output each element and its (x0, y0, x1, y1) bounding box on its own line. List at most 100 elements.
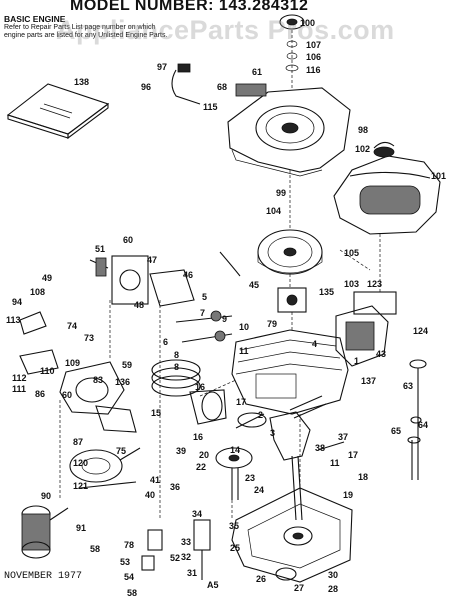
part-number-label: 138 (74, 77, 90, 87)
part-number-label: 112 (12, 373, 27, 383)
part-number-label: 78 (124, 540, 135, 550)
part-number-label: 120 (73, 458, 89, 468)
part-number-label: 33 (181, 537, 192, 547)
part-number-label: 38 (315, 443, 326, 453)
part-number-label: 27 (294, 583, 305, 593)
part-number-label: 58 (127, 588, 138, 598)
part-number-label: 28 (328, 584, 339, 594)
part-number-label: 35 (229, 521, 240, 531)
small-hardware-drawing (19, 14, 345, 489)
part-number-label: 74 (67, 321, 78, 331)
part-number-label: 75 (116, 446, 127, 456)
part-number-label: 97 (157, 62, 168, 72)
part-number-label: 113 (6, 315, 21, 325)
part-number-label: 123 (367, 279, 383, 289)
part-number-label: 40 (145, 490, 156, 500)
part-number-label: 32 (181, 552, 192, 562)
camshaft-drawing (215, 447, 253, 500)
part-number-label: 1 (354, 356, 360, 366)
part-number-label: 106 (306, 52, 322, 62)
section-note: Refer to Repair Parts List page number o… (4, 24, 168, 39)
part-number-label: 2 (258, 410, 264, 420)
part-number-label: 14 (230, 445, 241, 455)
part-number-label: 99 (276, 188, 287, 198)
part-number-label: 19 (343, 490, 354, 500)
part-number-label: 51 (95, 244, 106, 254)
part-number-label: 52 (170, 553, 181, 563)
part-number-label: 121 (73, 481, 89, 491)
part-number-label: 41 (150, 475, 161, 485)
part-number-label: 46 (183, 270, 194, 280)
part-number-label: 104 (266, 206, 282, 216)
footer-date: NOVEMBER 1977 (4, 571, 83, 582)
flywheel-drawing (257, 229, 323, 275)
part-number-label: 65 (391, 426, 402, 436)
air-cleaner-drawing (335, 291, 397, 367)
owners-manual-drawing (6, 83, 110, 140)
part-number-label: 24 (254, 485, 265, 495)
part-number-label: 137 (361, 376, 377, 386)
part-number-label: 53 (120, 557, 131, 567)
part-number-label: 98 (358, 125, 369, 135)
part-number-label: 100 (300, 18, 316, 28)
part-number-label: 23 (245, 473, 256, 483)
part-number-label: 107 (306, 40, 322, 50)
part-number-label: 16 (195, 382, 206, 392)
part-number-label: 54 (124, 572, 135, 582)
part-number-label: 48 (134, 300, 145, 310)
watermark-text: ApplianceParts Pros.com (56, 15, 395, 45)
part-number-label: 8 (174, 362, 180, 372)
part-number-label: 94 (12, 297, 23, 307)
dipstick-drawing (407, 359, 427, 480)
part-number-label: 101 (431, 171, 447, 181)
part-number-label: 36 (170, 482, 181, 492)
part-number-label: 43 (376, 349, 387, 359)
model-number-title: MODEL NUMBER: 143.284312 (70, 0, 309, 14)
part-number-label: 83 (93, 375, 104, 385)
part-number-label: 108 (30, 287, 46, 297)
crankshaft-drawing (269, 395, 327, 521)
part-number-label: 87 (73, 437, 84, 447)
blower-housing-drawing (227, 87, 351, 177)
part-number-label: 30 (328, 570, 339, 580)
part-number-label: 15 (151, 408, 162, 418)
part-number-label: 17 (236, 397, 247, 407)
part-number-label: 45 (249, 280, 260, 290)
part-number-label: 115 (203, 102, 218, 112)
part-number-label: 63 (403, 381, 414, 391)
part-number-label: 60 (123, 235, 134, 245)
governor-linkage-drawing (141, 519, 211, 580)
part-number-label: 17 (348, 450, 359, 460)
part-number-label: 4 (312, 339, 318, 349)
engine-sump-drawing (231, 487, 353, 583)
part-number-label: 6 (163, 337, 169, 347)
fuel-tank-drawing (333, 141, 441, 235)
part-number-label: 86 (35, 389, 46, 399)
part-number-label: 8 (174, 350, 180, 360)
part-number-label: 110 (40, 366, 55, 376)
fuel-filter-drawing (21, 505, 69, 559)
part-number-label: 135 (319, 287, 335, 297)
part-number-label: 20 (199, 450, 210, 460)
part-number-label: 34 (192, 509, 203, 519)
part-number-label: 96 (141, 82, 152, 92)
carburetor-drawing (59, 255, 195, 433)
part-number-label: A5 (207, 580, 219, 590)
part-number-label: 5 (202, 292, 208, 302)
part-number-label: 49 (42, 273, 53, 283)
part-number-label: 59 (122, 360, 133, 370)
part-number-label: 73 (84, 333, 95, 343)
part-number-label: 22 (196, 462, 207, 472)
part-number-label: 10 (239, 322, 250, 332)
part-number-label: 26 (256, 574, 267, 584)
part-number-label: 103 (344, 279, 360, 289)
part-number-label: 111 (12, 384, 27, 394)
assembly-leader-lines (59, 30, 381, 520)
part-number-label: 64 (418, 420, 429, 430)
muffler-drawing (69, 447, 141, 483)
part-number-label: 47 (147, 255, 158, 265)
section-heading: BASIC ENGINE (4, 14, 66, 24)
part-number-label: 61 (252, 67, 263, 77)
part-number-label: 105 (344, 248, 360, 258)
